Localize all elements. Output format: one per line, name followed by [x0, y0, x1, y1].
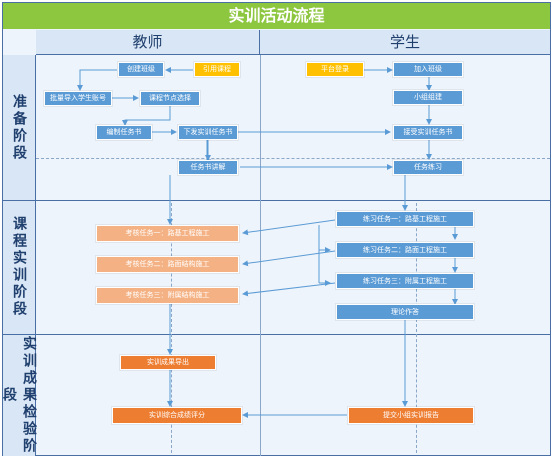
task-explain-box: 任务书讲解: [178, 160, 238, 175]
batch-import-box: 批量导入学生账号: [44, 91, 112, 106]
create-class-box: 创建班级: [118, 62, 164, 77]
export-result-box: 实训成果导出: [120, 355, 216, 370]
join-class-box: 加入班级: [393, 62, 463, 77]
receive-task-box: 接受实训任务书: [393, 125, 463, 140]
stage-divider-1: [3, 200, 550, 201]
write-task-box: 编制任务书: [96, 125, 152, 140]
column-divider: [260, 55, 261, 456]
practice-task-2-box: 练习任务二：路面工程施工: [336, 242, 474, 258]
student-dashed-guide: [416, 203, 417, 453]
stage-prep-label: 准备阶段: [3, 55, 36, 200]
issue-task-box: 下发实训任务书: [178, 125, 238, 140]
teacher-dashed-guide: [171, 203, 172, 453]
course-node-box: 课程节点选择: [140, 91, 200, 106]
teacher-course-box: 引用课程: [194, 62, 240, 77]
practice-task-3-box: 练习任务三：附属工程施工: [336, 273, 474, 289]
theory-homework-box: 理论作答: [336, 304, 474, 320]
overall-score-box: 实训综合成绩评分: [112, 407, 242, 424]
assessment-task-1-box: 考核任务一：路基工程施工: [96, 225, 239, 242]
stage-divider-2: [3, 334, 550, 335]
platform-login-box: 平台登录: [306, 62, 364, 77]
assessment-task-2-box: 考核任务二：路面结构施工: [96, 256, 239, 273]
student-column-header: 学生: [260, 30, 550, 55]
diagram-title: 实训活动流程: [3, 3, 550, 29]
stage-class-label: 课程实训阶段: [3, 200, 36, 334]
prep-dashed-divider: [36, 158, 550, 159]
task-practice-box: 任务练习: [393, 160, 463, 175]
teacher-column-header: 教师: [36, 30, 260, 55]
group-build-box: 小组组建: [393, 90, 463, 105]
submit-report-box: 提交小组实训报告: [348, 407, 474, 424]
assessment-task-3-box: 考核任务三：附属结构施工: [96, 287, 239, 304]
stage-check-label: 实训成果检验阶段: [1, 334, 37, 456]
practice-task-1-box: 练习任务一：路基工程施工: [336, 211, 474, 227]
